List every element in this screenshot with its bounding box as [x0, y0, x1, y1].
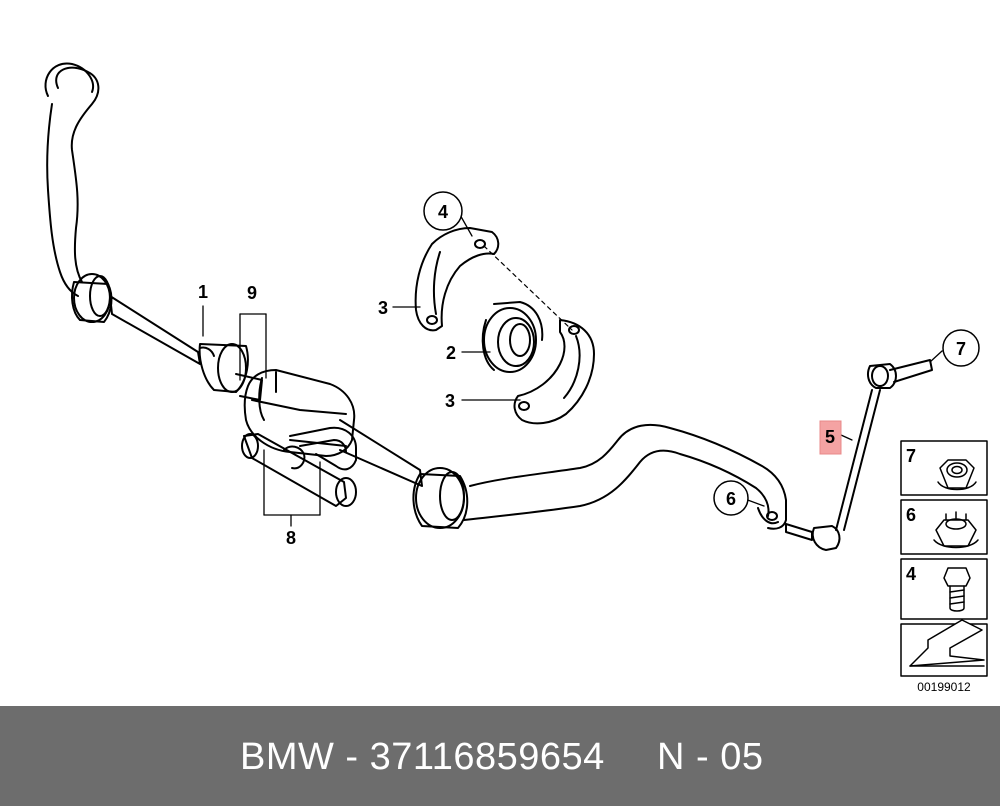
callout-2: 2 — [446, 343, 456, 363]
arrow-icon — [909, 619, 985, 667]
bushing-left — [71, 273, 113, 323]
callout-8: 8 — [286, 528, 296, 548]
callout-5: 5 — [825, 427, 835, 447]
callout-7: 7 — [956, 339, 966, 359]
footer-bar: BMW - 37116859654 N - 05 — [0, 706, 1000, 806]
leader-lines — [202, 212, 943, 527]
callout-9: 9 — [247, 283, 257, 303]
callout-5-highlight — [819, 420, 842, 455]
bushing-right — [412, 467, 469, 529]
callout-circle-6 — [713, 480, 749, 516]
callout-1: 1 — [198, 282, 208, 302]
clamp-half-top — [414, 227, 500, 332]
callout-circle-4 — [423, 191, 463, 231]
callout-6: 6 — [726, 489, 736, 509]
castle-nut-icon — [933, 511, 979, 549]
callout-3-top: 3 — [378, 298, 388, 318]
legend-label-7: 7 — [906, 446, 916, 466]
legend-label-4: 4 — [906, 564, 916, 584]
legend-frame — [900, 440, 988, 677]
stabilizer-bar-left — [44, 62, 215, 365]
parts-diagram: 1 9 8 4 3 2 3 6 7 5 7 6 4 00199012 — [44, 62, 988, 694]
footer-position-code: N - 05 — [657, 736, 764, 778]
callout-4: 4 — [438, 202, 448, 222]
legend-label-6: 6 — [906, 505, 916, 525]
footer-brand-part-number: BMW - 37116859654 — [240, 736, 605, 778]
stabilizer-bar-right — [463, 423, 787, 530]
diagram-reference-number: 00199012 — [917, 680, 971, 694]
callout-3-bottom: 3 — [445, 391, 455, 411]
rubber-mount — [481, 301, 544, 373]
actuator-body — [198, 343, 423, 507]
bolt-path-line — [483, 245, 573, 331]
clamp-half-bottom — [513, 319, 595, 425]
callout-circle-7 — [942, 329, 980, 367]
bolt-icon — [943, 567, 971, 612]
nut-icon — [937, 459, 977, 491]
link-rod — [785, 359, 933, 551]
